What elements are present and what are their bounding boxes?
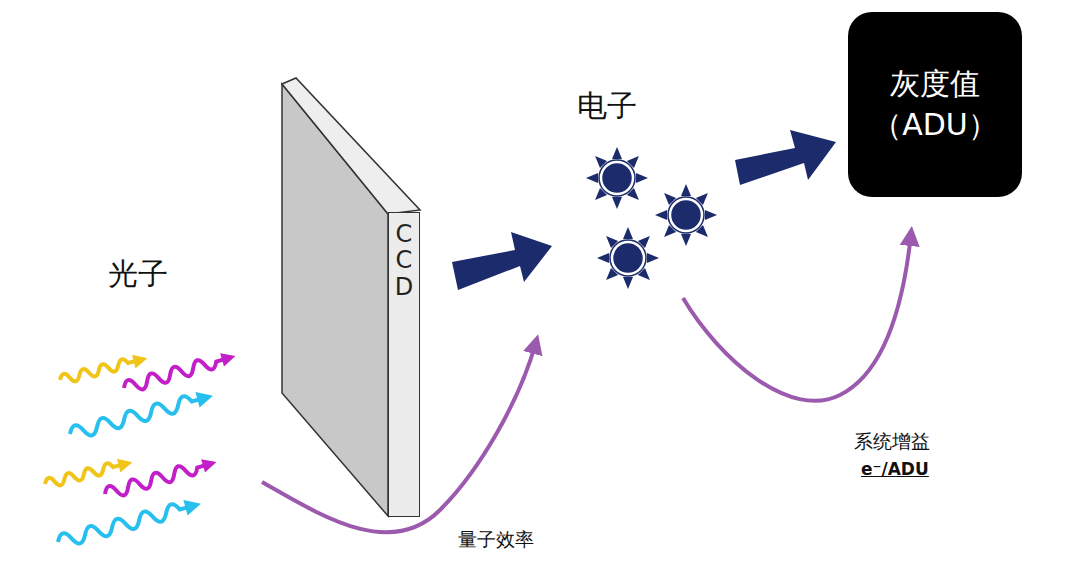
photon-wave — [122, 349, 237, 394]
gain-unit-label: e⁻/ADU — [861, 459, 929, 479]
efficiency-label: 量子效率 — [458, 527, 534, 553]
photon-wave — [103, 455, 218, 500]
photon-wave — [58, 351, 149, 386]
photon-label: 光子 — [108, 254, 168, 295]
electron-icon — [597, 227, 659, 289]
flow-arrow — [452, 232, 552, 290]
electron-icon — [655, 184, 717, 246]
electron-label: 电子 — [577, 86, 637, 127]
photon-wave — [43, 455, 134, 490]
photon-wave — [56, 496, 203, 550]
ccd-top-face — [282, 78, 420, 214]
gain-label: 系统增益 — [854, 429, 930, 455]
gray-value-text: 灰度值 （ADU） — [862, 64, 1008, 145]
flow-arrow — [735, 130, 836, 185]
gray-value-box: 灰度值 （ADU） — [848, 12, 1022, 197]
ccd-side-face: CCD — [388, 212, 420, 517]
conversion-curve — [683, 234, 911, 401]
electron-icon — [586, 147, 648, 209]
ccd-label: CCD — [392, 221, 416, 300]
photon-wave — [68, 388, 215, 442]
